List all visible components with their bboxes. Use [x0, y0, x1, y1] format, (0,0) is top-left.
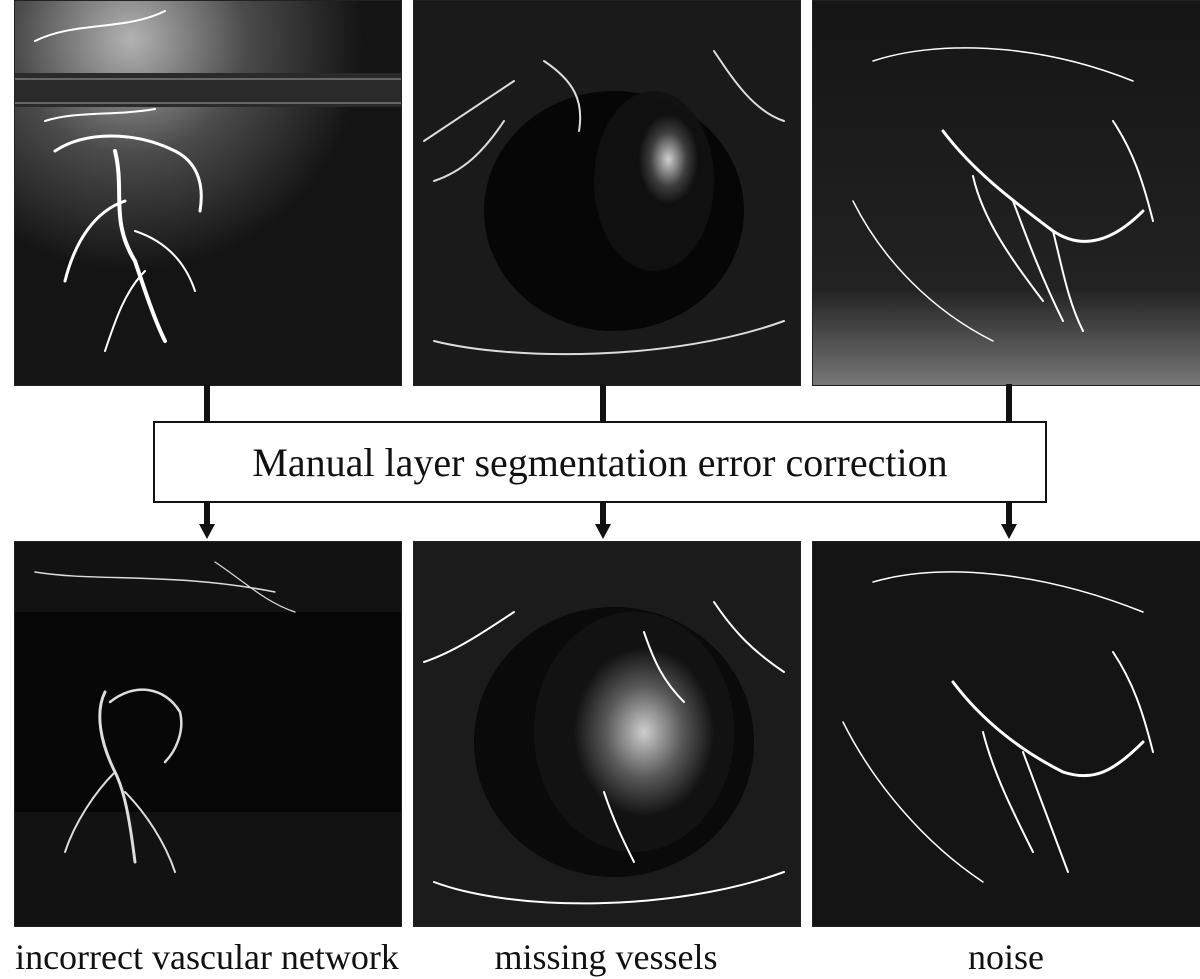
panel-top-incorrect-network	[14, 0, 402, 386]
arrow-head-left	[199, 524, 215, 539]
process-label: Manual layer segmentation error correcti…	[252, 439, 948, 485]
oct-angiogram-after-icon	[15, 542, 401, 926]
panel-bottom-incorrect-network	[14, 541, 402, 927]
panel-top-noise	[812, 0, 1200, 386]
oct-angiogram-before-icon	[15, 1, 401, 385]
oct-angiogram-after-icon	[813, 542, 1200, 926]
arrow-head-right	[1001, 524, 1017, 539]
panel-bottom-missing-vessels	[413, 541, 801, 927]
process-box: Manual layer segmentation error correcti…	[153, 421, 1047, 503]
caption-noise: noise	[968, 937, 1044, 977]
panel-top-missing-vessels	[413, 0, 801, 386]
panel-bottom-noise	[812, 541, 1200, 927]
caption-missing-vessels: missing vessels	[494, 937, 718, 977]
oct-angiogram-before-icon	[414, 1, 800, 385]
oct-angiogram-before-icon	[813, 1, 1200, 385]
arrow-head-center	[595, 524, 611, 539]
oct-angiogram-after-icon	[414, 542, 800, 926]
caption-incorrect-vascular-network: incorrect vascular network	[15, 937, 399, 977]
